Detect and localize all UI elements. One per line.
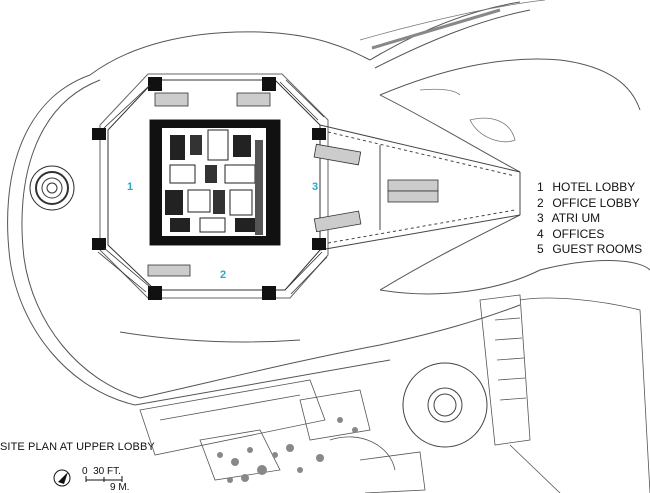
legend-item: 1 HOTEL LOBBY (537, 180, 636, 194)
legend-item: 4 OFFICES (537, 226, 605, 241)
roundabout-left (29, 165, 75, 211)
roundabout-right (402, 362, 488, 448)
legend: 1 HOTEL LOBBY 2 OFFICE LOBBY 3 ATRI UM 4… (537, 180, 642, 258)
atrium-wedge (319, 124, 521, 251)
legend-item: 3 ATRI UM (537, 211, 601, 225)
room-label-atrium: 3 (312, 181, 319, 193)
building-core (149, 119, 281, 246)
room-label-hotel-lobby: 1 (127, 181, 134, 193)
scale-feet-label: 0 30 FT. (82, 466, 121, 477)
legend-item: 5 GUEST ROOMS (537, 242, 643, 256)
room-label-office-lobby: 2 (220, 269, 227, 281)
scale-meters-label: 9 M. (110, 482, 130, 493)
diagonal-stairs (97, 79, 328, 295)
road-wedge (359, 0, 546, 143)
scale-bar (85, 476, 123, 482)
landscape-texture (217, 417, 358, 483)
legend-item: 2 OFFICE LOBBY (537, 195, 640, 210)
drawing-title: SITE PLAN AT UPPER LOBBY (0, 441, 155, 453)
lower-buildings (139, 294, 650, 493)
site-boundary (7, 1, 650, 406)
escalators (147, 92, 439, 277)
corner-columns (92, 77, 326, 300)
north-arrow (53, 469, 71, 487)
